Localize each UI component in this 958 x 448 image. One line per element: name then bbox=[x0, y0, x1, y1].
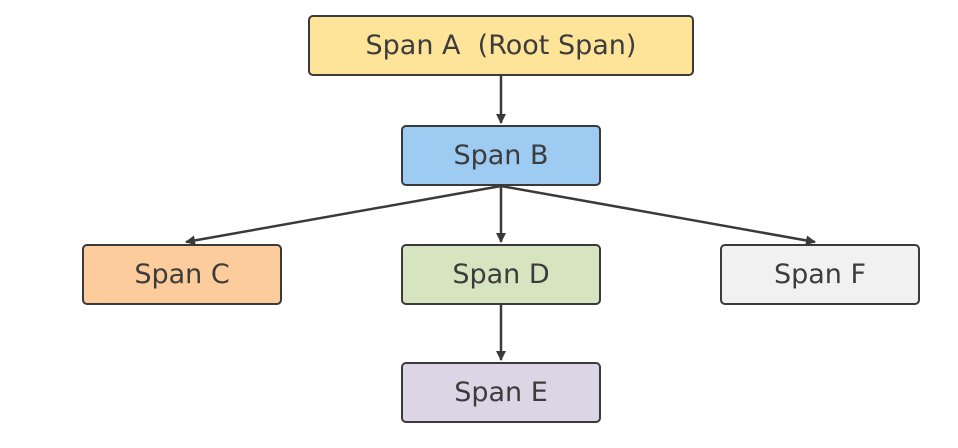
node-span-e: Span E bbox=[401, 362, 601, 423]
node-span-a-root: Span A (Root Span) bbox=[308, 15, 694, 76]
node-span-d: Span D bbox=[401, 244, 601, 305]
node-span-c: Span C bbox=[82, 244, 282, 305]
edge-b-f bbox=[500, 184, 816, 246]
node-span-b: Span B bbox=[401, 125, 601, 186]
node-span-f: Span F bbox=[720, 244, 920, 305]
edge-b-c bbox=[185, 184, 502, 246]
